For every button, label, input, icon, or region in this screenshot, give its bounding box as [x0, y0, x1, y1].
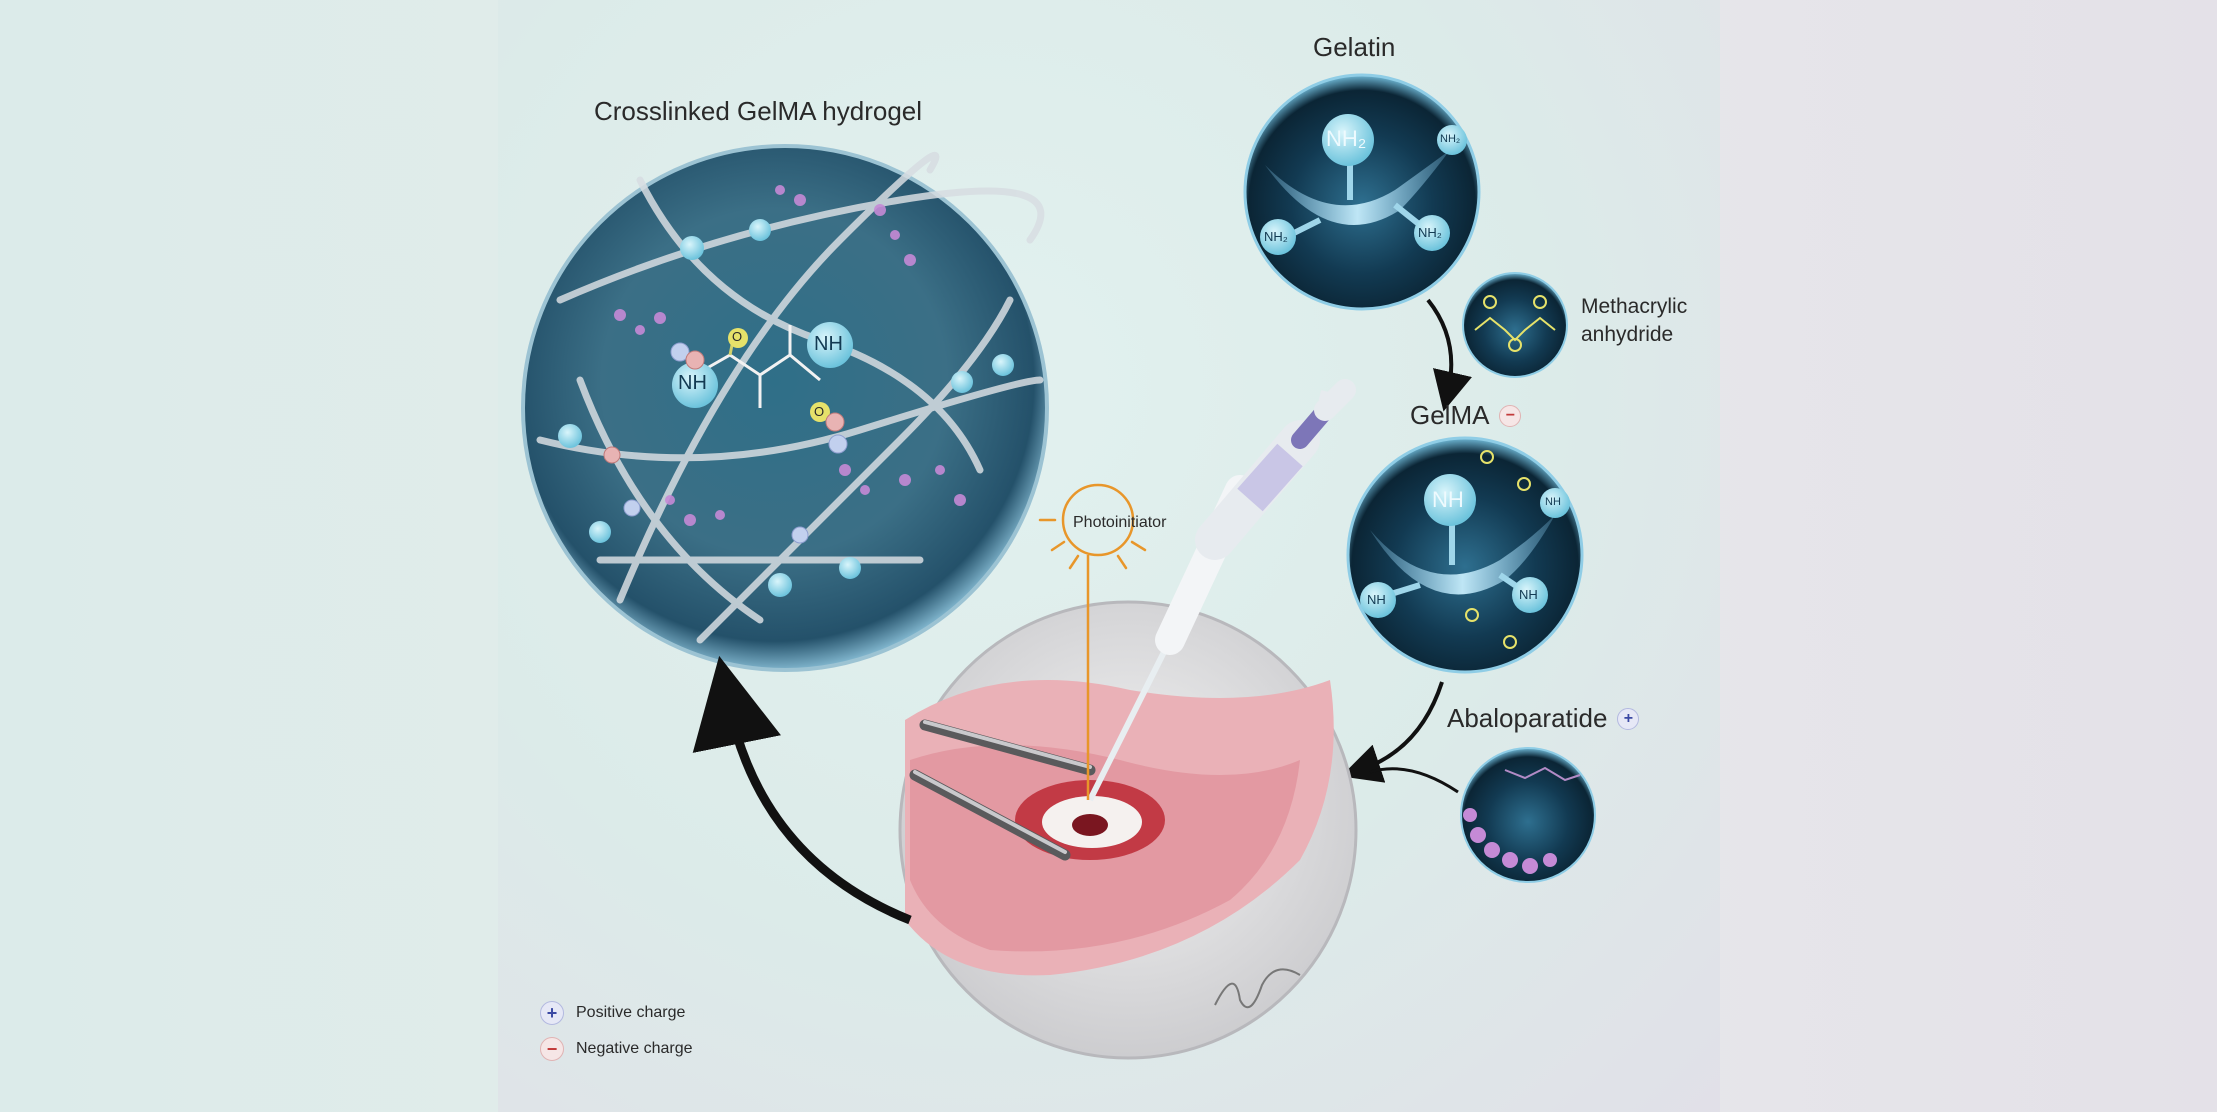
- label-crosslinked-gelma-hydrogel: Crosslinked GelMA hydrogel: [594, 96, 923, 126]
- center-motif: [672, 322, 853, 422]
- label-abaloparatide: Abaloparatide: [1447, 703, 1608, 733]
- label-gelma-group: GelMA −: [1410, 400, 1522, 431]
- gelatin-nh2-bottom: NH₂: [1418, 225, 1442, 240]
- hydrogel-oxygen-bottom: O: [814, 404, 825, 419]
- gelma-nh-top: NH: [1432, 487, 1464, 512]
- gelma-sphere: [1346, 436, 1584, 674]
- gelatin-sphere: [1243, 73, 1481, 311]
- legend-negative-charge: − Negative charge: [540, 1037, 693, 1061]
- label-methacrylic-line1: Methacrylic: [1581, 295, 1688, 318]
- legend-negative-label: Negative charge: [576, 1040, 693, 1057]
- gelatin-nh2-left: NH₂: [1264, 229, 1288, 244]
- hydrogel-oxygen-top: O: [732, 329, 743, 344]
- label-gelatin: Gelatin: [1313, 32, 1396, 62]
- legend-positive-label: Positive charge: [576, 1004, 686, 1021]
- methacrylic-anhydride-sphere: [1462, 272, 1568, 378]
- gelatin-nh2-right: NH₂: [1440, 133, 1461, 145]
- gelma-nh-bottom: NH: [1519, 587, 1538, 602]
- positive-charge-icon: +: [540, 1001, 564, 1025]
- negative-charge-icon: −: [540, 1037, 564, 1061]
- abaloparatide-positive-charge-icon: +: [1617, 707, 1640, 730]
- arrow-gelatin-to-gelma: [1426, 298, 1472, 412]
- gelma-nh-left: NH: [1367, 592, 1386, 607]
- arrow-tissue-to-hydrogel: [692, 655, 912, 925]
- label-methacrylic-anhydride: Methacrylic anhydride: [1581, 293, 1687, 349]
- photoinitiator-sun-icon: [1038, 483, 1147, 800]
- gelma-nh-right: NH: [1545, 496, 1561, 508]
- arrow-abaloparatide-to-tissue: [1369, 767, 1459, 794]
- gelatin-nh2-top: NH₂: [1326, 126, 1367, 151]
- label-photoinitiator: Photoinitiator: [1073, 514, 1167, 531]
- legend-positive-charge: + Positive charge: [540, 1001, 685, 1025]
- label-methacrylic-line2: anhydride: [1581, 323, 1674, 346]
- abaloparatide-sphere: [1460, 747, 1596, 883]
- gelma-negative-charge-icon: −: [1499, 404, 1522, 427]
- label-abaloparatide-group: Abaloparatide +: [1447, 703, 1640, 734]
- hydrogel-nh-left: NH: [678, 372, 707, 394]
- pipette: [1087, 379, 1356, 802]
- label-gelma: GelMA: [1410, 400, 1490, 430]
- hydrogel-nh-right: NH: [814, 333, 843, 355]
- crosslinked-hydrogel-sphere: [521, 144, 1049, 672]
- arrow-gelma-to-tissue: [1341, 681, 1444, 783]
- tissue-injection-scene: [898, 600, 1358, 1060]
